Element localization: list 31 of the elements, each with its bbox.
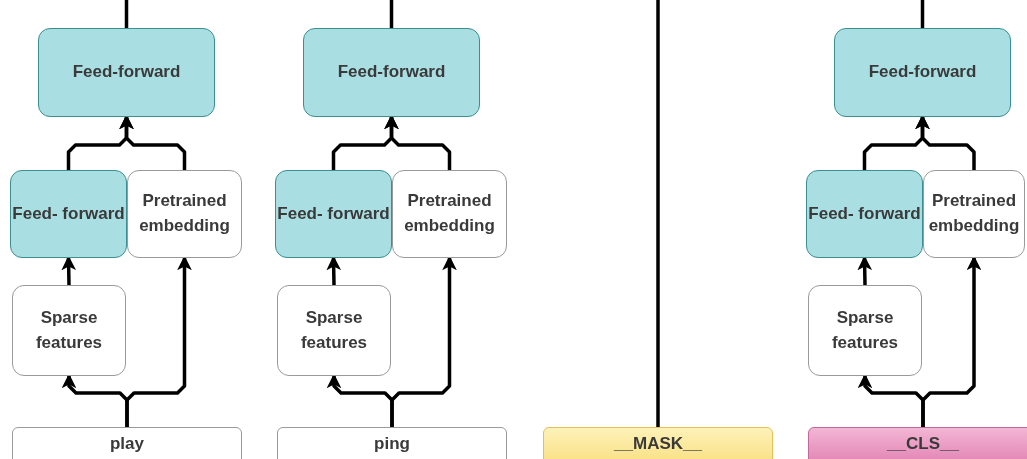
token-box	[543, 427, 773, 459]
box-label: Sparse features	[830, 306, 900, 354]
feed-forward-box	[275, 170, 392, 258]
box-label: ping	[374, 433, 410, 455]
box-label: Feed-forward	[337, 61, 446, 84]
embedding-box	[392, 170, 507, 258]
token-box	[277, 427, 507, 459]
box-label: Feed-forward	[868, 61, 977, 84]
feed-forward-box	[10, 170, 127, 258]
box-label: play	[110, 433, 144, 455]
feed-forward-box	[834, 28, 1011, 117]
embedding-box	[923, 170, 1025, 258]
box-label: Pretrained embedding	[138, 190, 231, 237]
box-label: Pretrained embedding	[927, 190, 1021, 237]
token-box	[12, 427, 242, 459]
features-box	[277, 285, 391, 376]
features-box	[808, 285, 922, 376]
box-label: Pretrained embedding	[403, 190, 496, 237]
box-label: __CLS__	[887, 433, 959, 455]
box-label: Feed-forward	[72, 61, 181, 84]
feed-forward-box	[806, 170, 923, 258]
box-label: Feed- forward	[808, 202, 921, 225]
box-label: Feed- forward	[12, 202, 125, 225]
feed-forward-box	[38, 28, 215, 117]
box-label: Sparse features	[299, 306, 369, 354]
feed-forward-box	[303, 28, 480, 117]
box-label: Feed- forward	[277, 202, 390, 225]
features-box	[12, 285, 126, 376]
box-label: __MASK__	[614, 433, 702, 455]
embedding-box	[127, 170, 242, 258]
box-label: Sparse features	[34, 306, 104, 354]
